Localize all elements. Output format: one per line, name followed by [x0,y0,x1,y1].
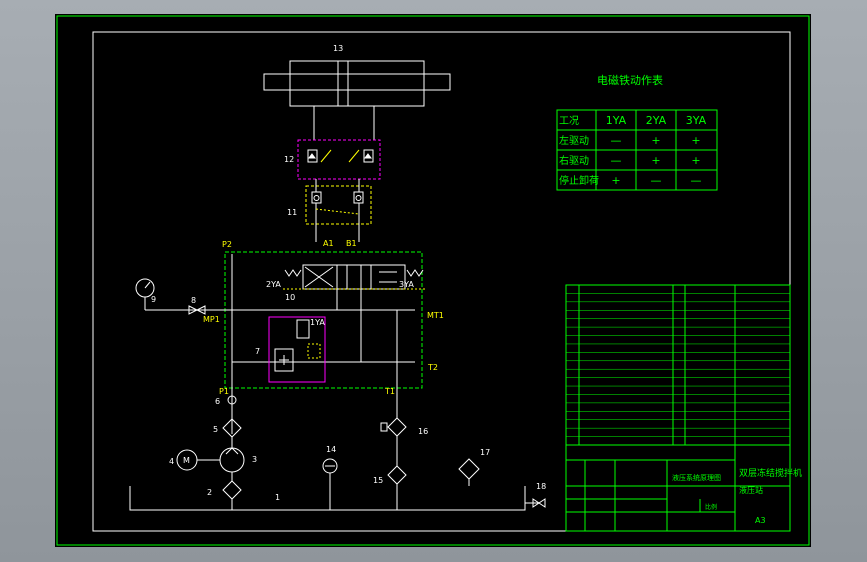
label-2: 2 [207,488,212,497]
table-cell: 右驱动 [559,154,589,167]
port-a1: A1 [323,239,334,248]
pressure-gauge [135,278,155,298]
drawing-sheet: 13 12 [55,14,811,547]
label-5: 5 [213,425,218,434]
table-cell: 左驱动 [559,134,589,147]
label-15: 15 [373,476,383,485]
check-valve-block [305,185,372,225]
label-3: 3 [252,455,257,464]
label-4: 4 [169,457,174,466]
directional-valve [283,264,425,290]
sheet-size: A3 [755,516,766,525]
label-17: 17 [480,448,490,457]
parts-list [565,284,791,446]
table-cell: 停止卸荷 [559,174,599,187]
label-9: 9 [151,295,156,304]
table-cell: — [651,174,662,187]
port-b1: B1 [346,239,357,248]
label-1: 1 [275,493,280,502]
drawing-name: 液压系统原理图 [672,473,721,482]
table-cell: + [651,154,660,167]
port-mt1: MT1 [427,311,444,320]
outer-frame [56,15,810,546]
valve-manifold [224,251,423,389]
label-8: 8 [191,296,196,305]
station-name: 液压站 [739,485,763,495]
action-table [556,109,718,191]
solenoid-3ya: 3YA [399,280,414,289]
oil-tank [129,486,526,511]
label-6: 6 [215,397,220,406]
table-cell: + [691,154,700,167]
label-16: 16 [418,427,428,436]
label-11: 11 [287,208,297,217]
table-cell: + [611,174,620,187]
solenoid-1ya: 1YA [310,318,325,327]
throttle-check-block [297,139,381,180]
project-name: 双层冻结搅拌机 [739,467,802,479]
label-12: 12 [284,155,294,164]
inner-frame [92,31,791,532]
table-header-cell: 1YA [606,114,627,127]
relief-valve-block [268,316,326,383]
solenoid-2ya: 2YA [266,280,281,289]
table-cell: — [691,174,702,187]
label-10: 10 [285,293,295,302]
label-13: 13 [333,44,343,53]
table-cell: + [691,134,700,147]
hydraulic-cylinder [263,60,451,140]
label-14: 14 [326,445,336,454]
table-header-cell: 3YA [686,114,707,127]
table-header-cell: 工况 [559,115,579,127]
gauge-shutoff-valve [188,305,206,315]
label-18: 18 [536,482,546,491]
action-table-title: 电磁铁动作表 [597,73,663,87]
port-p1: P1 [219,387,229,396]
drain-valve [532,498,546,508]
port-t2: T2 [427,363,438,372]
port-p2: P2 [222,240,232,249]
scale-label: 比例 [705,503,717,511]
table-cell: + [651,134,660,147]
hydraulic-schematic: 13 12 [56,15,810,546]
port-t1: T1 [384,387,395,396]
table-cell: — [611,154,622,167]
title-block [565,444,791,532]
label-7: 7 [255,347,260,356]
port-mp1: MP1 [203,315,220,324]
motor-symbol: M [183,456,190,465]
air-breather [458,458,480,480]
table-cell: — [611,134,622,147]
table-header-cell: 2YA [646,114,667,127]
